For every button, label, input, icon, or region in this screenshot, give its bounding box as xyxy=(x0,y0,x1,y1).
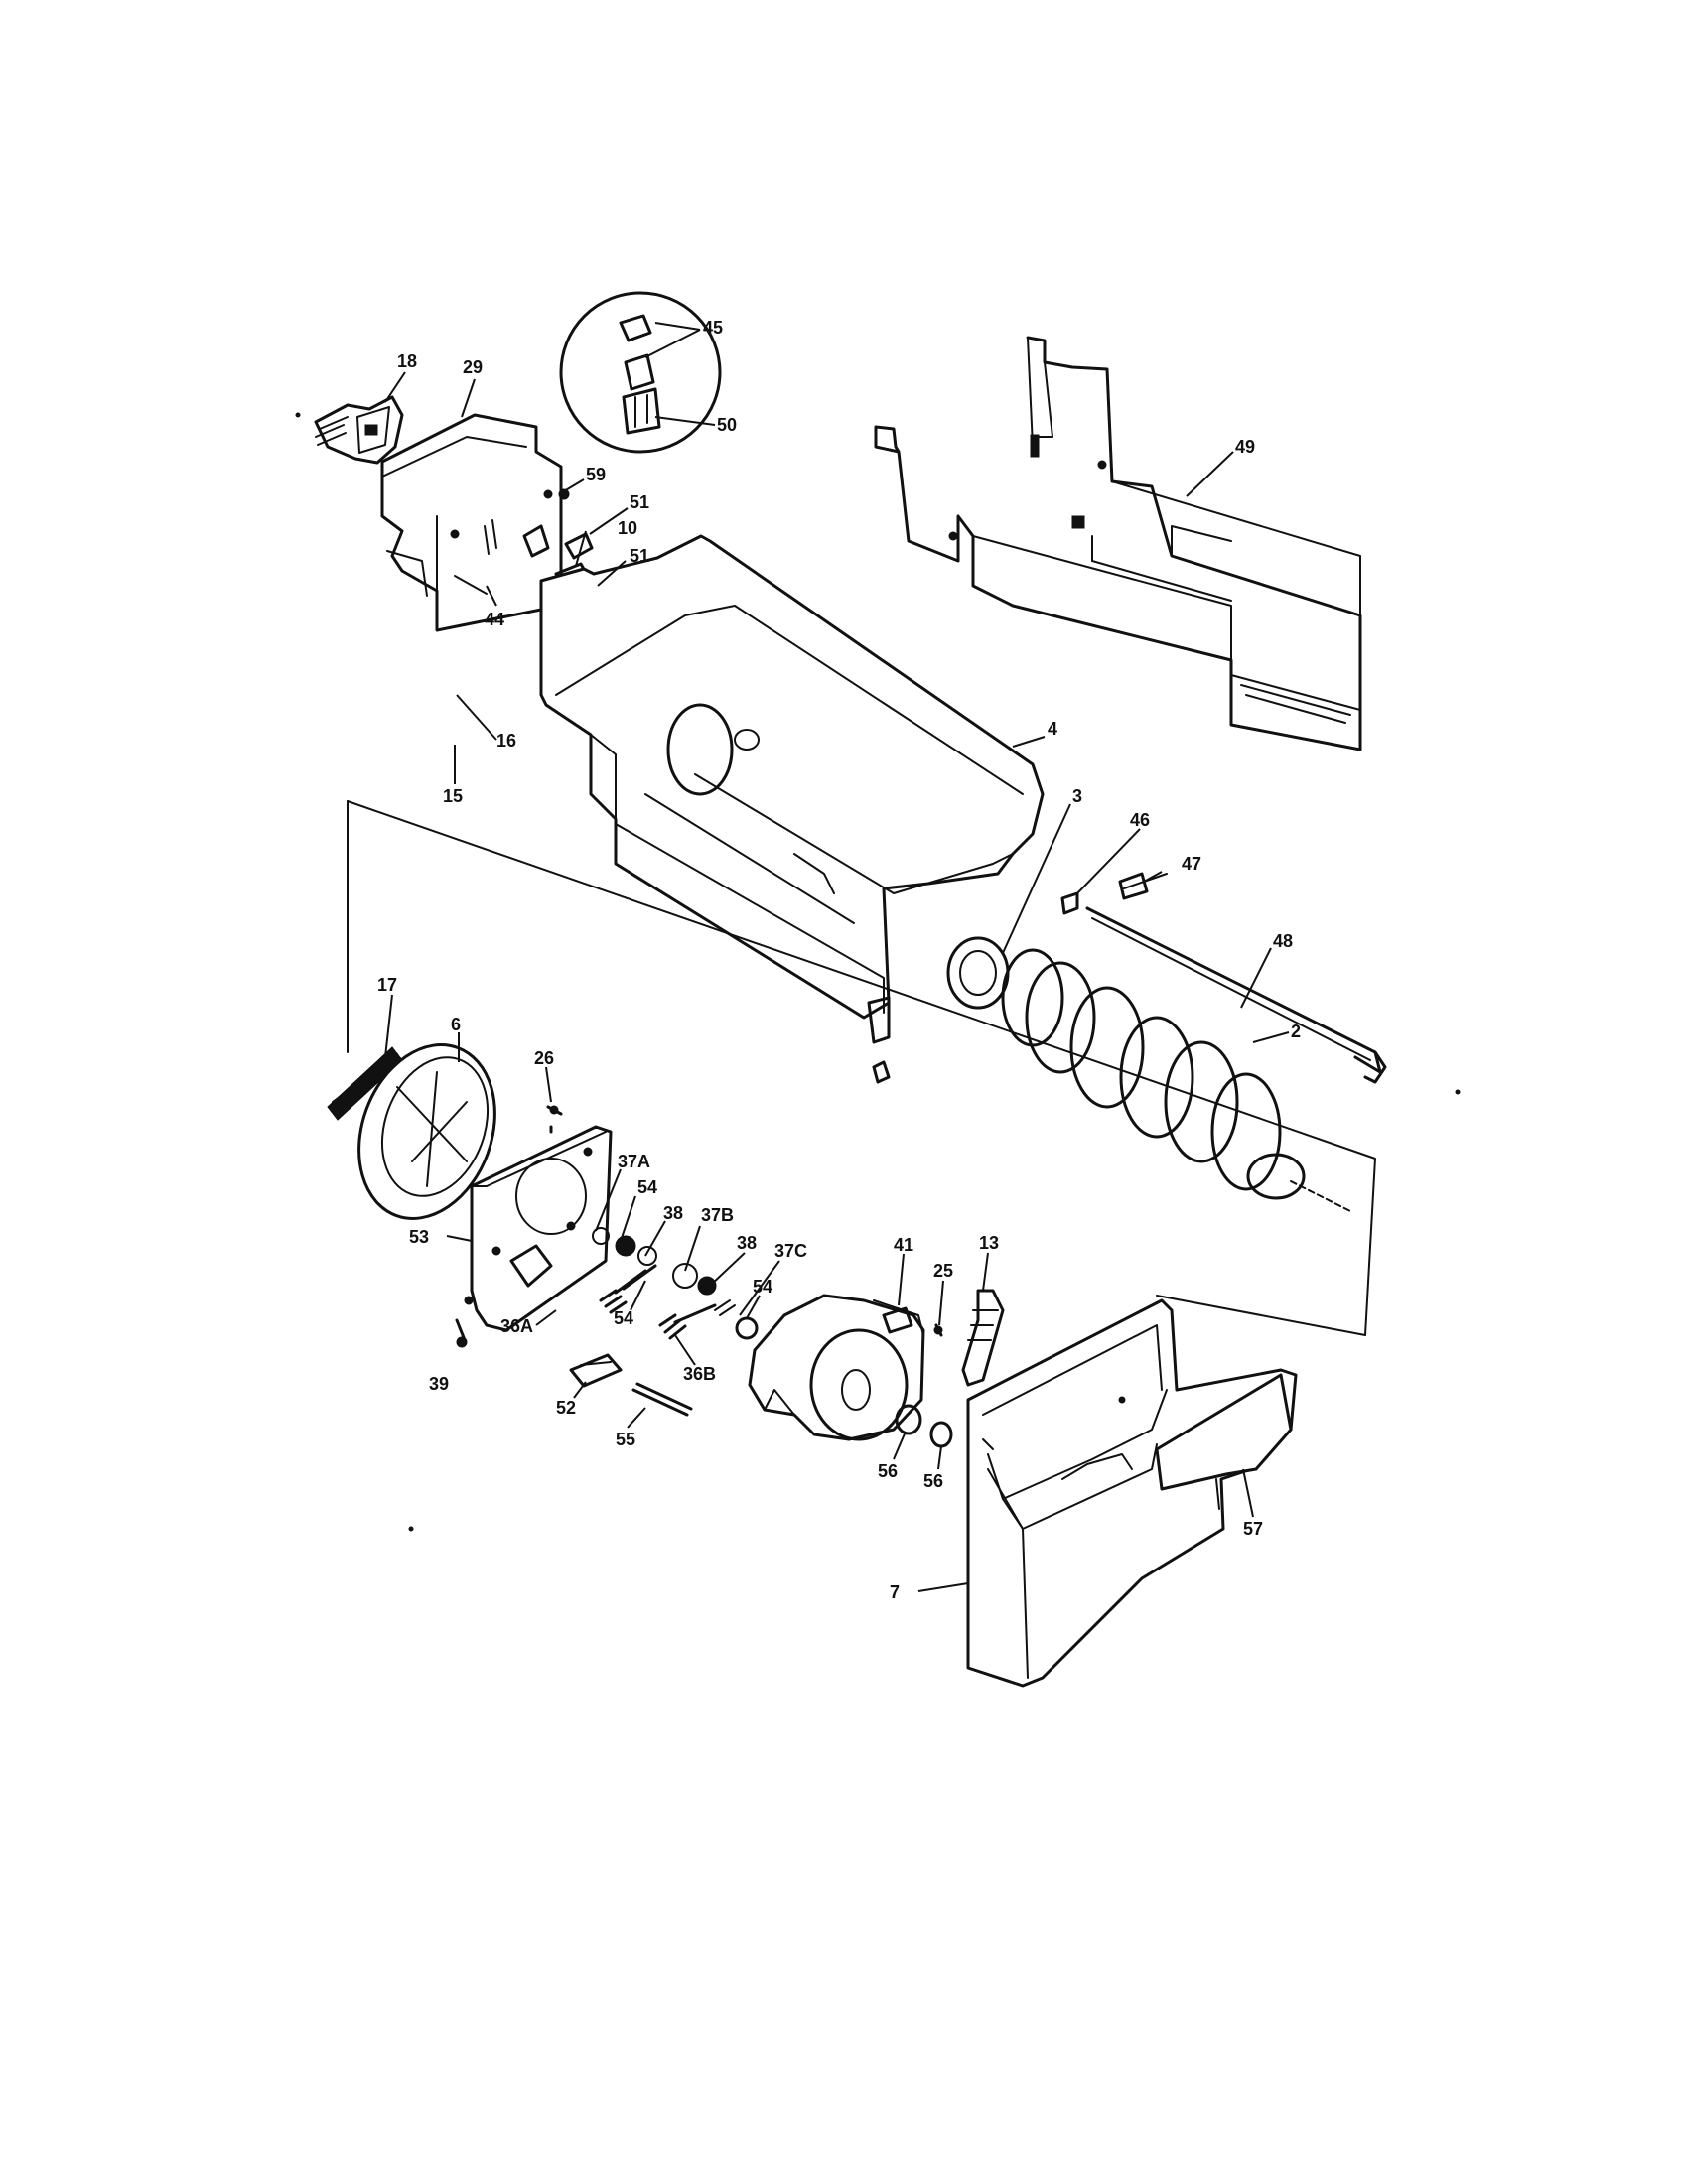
label-47: 47 xyxy=(1182,854,1201,874)
part-3-bearing xyxy=(946,936,1010,1010)
label-56-left: 56 xyxy=(878,1461,898,1481)
label-6: 6 xyxy=(451,1015,461,1034)
parts-52-55 xyxy=(569,1353,693,1417)
part-18-switch-block xyxy=(314,395,404,465)
label-37a: 37A xyxy=(618,1152,650,1171)
label-56-right: 56 xyxy=(923,1471,943,1491)
label-37b: 37B xyxy=(701,1205,734,1225)
leader-lines xyxy=(384,322,1290,1592)
label-13: 13 xyxy=(979,1233,999,1253)
part-4-ice-bucket xyxy=(539,534,1045,1084)
detail-circle-45-50 xyxy=(559,291,722,454)
parts-56-25-13 xyxy=(895,1289,1005,1448)
housing-outline xyxy=(347,800,1376,1336)
label-46: 46 xyxy=(1130,810,1150,830)
label-4: 4 xyxy=(1048,719,1057,739)
part-41-motor xyxy=(748,1294,925,1441)
label-38-second: 38 xyxy=(737,1233,757,1253)
label-53: 53 xyxy=(409,1227,429,1247)
label-36a: 36A xyxy=(500,1316,533,1336)
label-7: 7 xyxy=(890,1582,900,1602)
label-55: 55 xyxy=(616,1430,635,1449)
label-45: 45 xyxy=(703,318,723,338)
label-52: 52 xyxy=(556,1398,576,1418)
label-2: 2 xyxy=(1291,1022,1301,1041)
label-51-upper: 51 xyxy=(630,492,649,512)
label-38-first: 38 xyxy=(663,1203,683,1223)
label-29: 29 xyxy=(463,357,483,377)
label-57: 57 xyxy=(1243,1519,1263,1539)
label-18: 18 xyxy=(397,351,417,371)
label-49: 49 xyxy=(1235,437,1255,457)
label-15: 15 xyxy=(443,786,463,806)
part-2-auger xyxy=(1001,948,1351,1212)
label-3: 3 xyxy=(1072,786,1082,806)
label-54-second: 54 xyxy=(614,1308,633,1328)
label-48: 48 xyxy=(1273,931,1293,951)
label-25: 25 xyxy=(933,1261,953,1281)
label-37c: 37C xyxy=(774,1241,807,1261)
part-53-mounting-plate xyxy=(455,1105,613,1348)
label-41: 41 xyxy=(894,1235,913,1255)
label-16: 16 xyxy=(496,731,516,751)
label-36b: 36B xyxy=(683,1364,716,1384)
springs-and-washers xyxy=(592,1227,759,1340)
label-39: 39 xyxy=(429,1374,449,1394)
part-29-bracket xyxy=(380,413,563,632)
label-51-lower: 51 xyxy=(630,546,649,566)
label-54-third: 54 xyxy=(753,1277,772,1297)
label-50: 50 xyxy=(717,415,737,435)
label-44: 44 xyxy=(485,610,504,629)
part-49-frame xyxy=(874,336,1362,751)
label-17: 17 xyxy=(377,975,397,995)
label-26: 26 xyxy=(534,1048,554,1068)
part-labels: 18 29 45 50 49 59 51 10 51 44 16 15 4 3 … xyxy=(377,318,1301,1602)
part-7-housing xyxy=(966,1298,1298,1688)
parts-46-47-48 xyxy=(1060,872,1387,1084)
label-10: 10 xyxy=(618,518,637,538)
label-59: 59 xyxy=(586,465,606,484)
label-54-first: 54 xyxy=(637,1177,657,1197)
